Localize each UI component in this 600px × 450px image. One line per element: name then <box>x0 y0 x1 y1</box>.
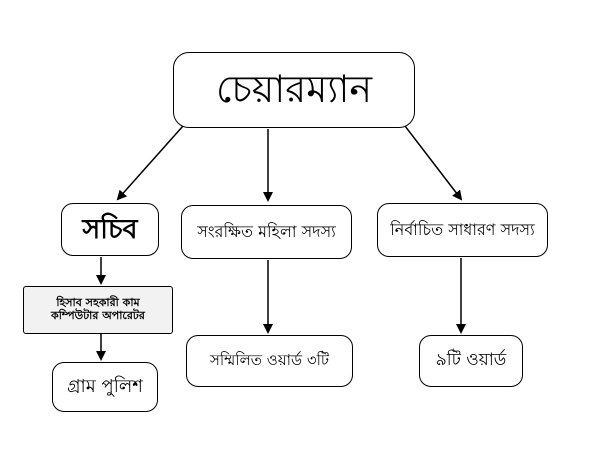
accountant-operator-box: হিসাব সহকারী কাম কম্পিউটার অপারেটর <box>23 286 173 334</box>
elected-general-member-label: নির্বাচিত সাধারণ সদস্য <box>390 219 535 239</box>
combined-wards-box: সম্মিলিত ওয়ার্ড ৩টি <box>186 335 353 387</box>
combined-wards-label: সম্মিলিত ওয়ার্ড ৩টি <box>209 351 330 370</box>
chairman-box: চেয়ারম্যান <box>173 52 415 128</box>
reserved-women-member-label: সংরক্ষিত মহিলা সদস্য <box>197 221 336 241</box>
accountant-line-1: হিসাব সহকারী কাম <box>56 296 140 310</box>
chairman-label: চেয়ারম্যান <box>215 67 373 112</box>
arrow-chairman-to-general <box>404 125 463 201</box>
nine-wards-box: ৯টি ওয়ার্ড <box>419 335 523 387</box>
secretary-box: সচিব <box>61 203 159 256</box>
arrow-chairman-to-secretary <box>116 125 184 201</box>
secretary-label: সচিব <box>82 213 138 245</box>
accountant-line-2: কম্পিউটার অপারেটর <box>51 309 145 322</box>
village-police-label: গ্রাম পুলিশ <box>67 375 143 397</box>
elected-general-member-box: নির্বাচিত সাধারণ সদস্য <box>377 203 548 257</box>
nine-wards-label: ৯টি ওয়ার্ড <box>435 350 507 371</box>
village-police-box: গ্রাম পুলিশ <box>52 362 158 412</box>
reserved-women-member-box: সংরক্ষিত মহিলা সদস্য <box>181 205 352 259</box>
